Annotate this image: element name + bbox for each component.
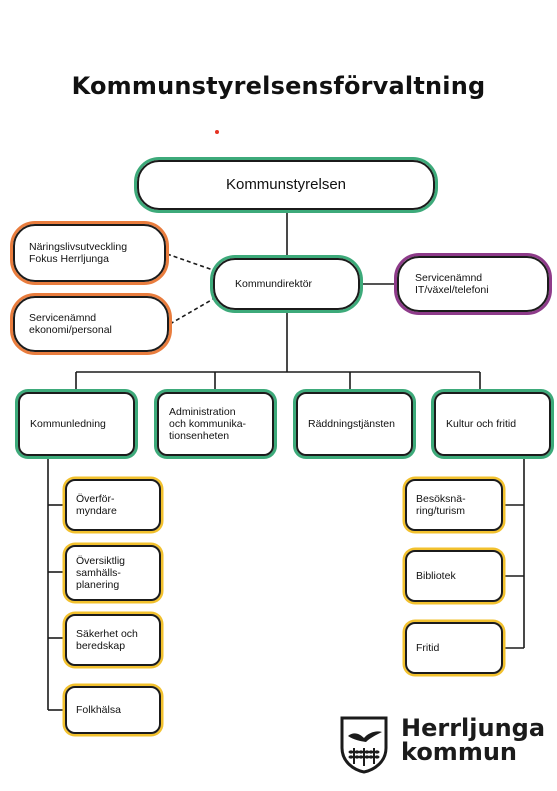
node-fritid: Fritid bbox=[405, 622, 503, 674]
node-kommundirektor: Kommundirektör bbox=[213, 258, 360, 310]
node-besoksnaring: Besöksnä- ring/turism bbox=[405, 479, 503, 531]
node-oversiktlig-line3: planering bbox=[76, 579, 120, 591]
node-kommundirektor-label: Kommundirektör bbox=[235, 278, 313, 290]
logo-line-1: Herrljunga bbox=[401, 714, 546, 742]
logo-wordmark: Herrljunga kommun bbox=[401, 716, 545, 764]
node-sakerhet-och-beredskap: Säkerhet och beredskap bbox=[65, 614, 161, 666]
node-overformyndare-line2: myndare bbox=[76, 505, 117, 517]
node-bibliotek-label: Bibliotek bbox=[416, 570, 456, 582]
node-sakerhet-line2: beredskap bbox=[76, 640, 126, 652]
node-raddningstjansten: Räddningstjänsten bbox=[296, 392, 413, 456]
node-servicenamnd-it-line1: Servicenämnd bbox=[415, 272, 483, 284]
node-kultur-och-fritid-label: Kultur och fritid bbox=[446, 418, 517, 430]
node-kommunledning: Kommunledning bbox=[18, 392, 135, 456]
node-servicenamnd-ekonomi-line2: ekonomi/personal bbox=[29, 324, 112, 336]
node-administration-line3: tionsenheten bbox=[169, 430, 230, 442]
node-kultur-och-fritid: Kultur och fritid bbox=[434, 392, 551, 456]
node-servicenamnd-it-line2: IT/växel/telefoni bbox=[415, 284, 489, 296]
node-besoksnaring-line2: ring/turism bbox=[416, 505, 466, 517]
node-raddningstjansten-label: Räddningstjänsten bbox=[308, 418, 395, 430]
red-dot-marker bbox=[215, 130, 219, 134]
logo-line-2: kommun bbox=[401, 738, 517, 766]
node-administration: Administration och kommunika- tionsenhet… bbox=[157, 392, 274, 456]
node-fritid-label: Fritid bbox=[416, 642, 440, 654]
line-ekonomi-to-kd bbox=[169, 298, 214, 325]
node-sakerhet-line1: Säkerhet och bbox=[76, 628, 138, 640]
node-naringsliv-line1: Näringslivsutveckling bbox=[29, 241, 128, 253]
node-folkhalsa-label: Folkhälsa bbox=[76, 704, 121, 716]
node-overformyndare-line1: Överför- bbox=[76, 493, 115, 505]
page-title: Kommunstyrelsensförvaltning bbox=[71, 72, 486, 100]
node-naringsliv: Näringslivsutveckling Fokus Herrljunga bbox=[13, 224, 166, 282]
node-bibliotek: Bibliotek bbox=[405, 550, 503, 602]
node-kommunstyrelsen-label: Kommunstyrelsen bbox=[225, 176, 347, 193]
node-servicenamnd-it: Servicenämnd IT/växel/telefoni bbox=[397, 256, 549, 312]
line-naringsliv-to-kd bbox=[166, 253, 214, 271]
node-kommunledning-label: Kommunledning bbox=[30, 418, 106, 430]
node-oversiktlig-line1: Översiktlig bbox=[76, 555, 126, 567]
node-oversiktlig-samhallsplanering: Översiktlig samhälls- planering bbox=[65, 545, 161, 601]
node-folkhalsa: Folkhälsa bbox=[65, 686, 161, 734]
node-overformyndare: Överför- myndare bbox=[65, 479, 161, 531]
node-besoksnaring-line1: Besöksnä- bbox=[416, 493, 466, 505]
node-servicenamnd-ekonomi-line1: Servicenämnd bbox=[29, 312, 97, 324]
node-servicenamnd-ekonomi: Servicenämnd ekonomi/personal bbox=[13, 296, 169, 352]
node-oversiktlig-line2: samhälls- bbox=[76, 567, 121, 579]
node-naringsliv-line2: Fokus Herrljunga bbox=[29, 253, 109, 265]
node-administration-line1: Administration bbox=[169, 406, 236, 418]
herrljunga-coat-of-arms-icon bbox=[340, 716, 388, 774]
node-administration-line2: och kommunika- bbox=[169, 418, 247, 430]
node-kommunstyrelsen: Kommunstyrelsen bbox=[137, 160, 435, 210]
